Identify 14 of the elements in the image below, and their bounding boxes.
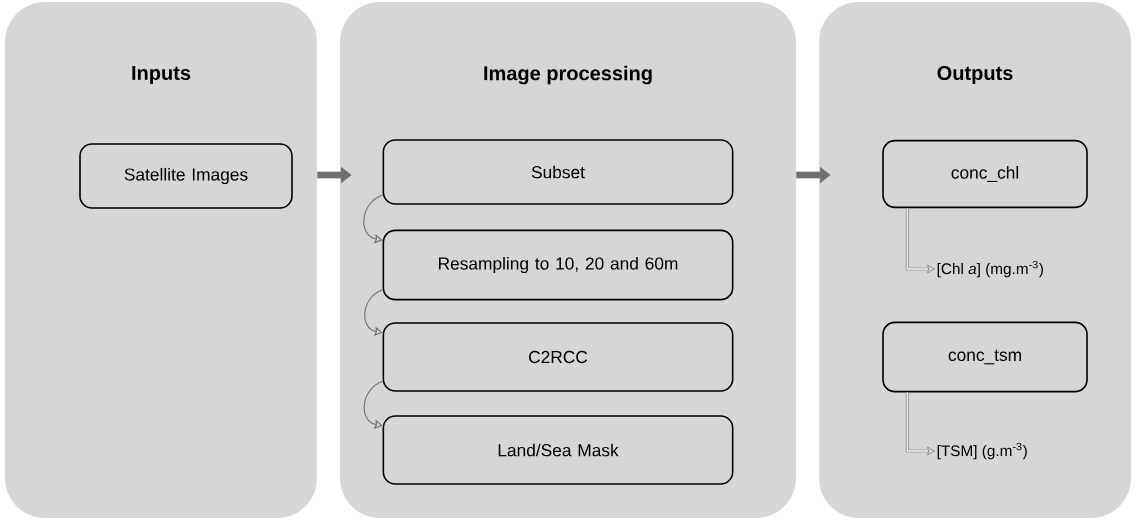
arrow [364,289,384,336]
arrow [363,194,384,244]
arrow [905,391,935,456]
process-box: conc_tsm [882,321,1088,393]
process-box: Satellite Images [79,143,293,209]
process-box: conc_chl [882,139,1088,209]
process-box: Subset [382,139,734,205]
process-box: Land/Sea Mask [382,415,734,485]
arrow [363,380,384,429]
output-label: [TSM] (g.m$^{-3}$) [937,442,1027,460]
output-label: [Chl a] (mg.m$^{-3}$) [937,260,1043,278]
arrow [905,207,935,274]
process-box: C2RCC [382,322,734,392]
process-box: Resampling to 10, 20 and 60m [382,229,734,301]
